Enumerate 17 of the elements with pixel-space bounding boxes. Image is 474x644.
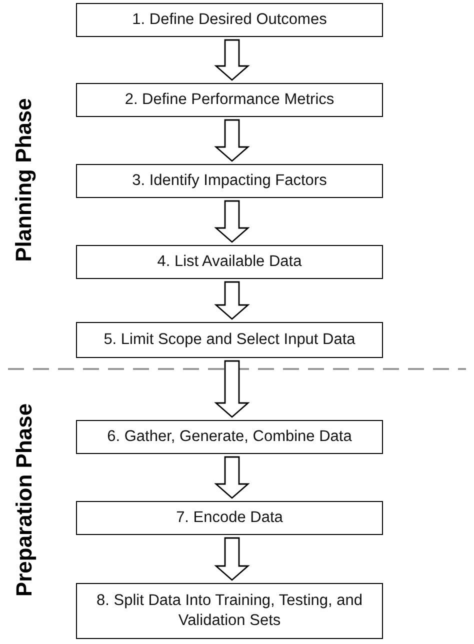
block-arrow bbox=[214, 537, 250, 581]
step-box: 4. List Available Data bbox=[76, 245, 383, 279]
block-arrow bbox=[214, 281, 250, 320]
block-arrow bbox=[214, 119, 250, 162]
phase-label: Preparation Phase bbox=[11, 403, 38, 597]
phase-label: Planning Phase bbox=[10, 98, 37, 262]
block-arrow bbox=[214, 200, 250, 243]
step-box: 3. Identify Impacting Factors bbox=[76, 164, 383, 198]
step-box: 6. Gather, Generate, Combine Data bbox=[76, 420, 383, 454]
block-arrow bbox=[214, 456, 250, 499]
block-arrow bbox=[214, 39, 250, 81]
step-box: 2. Define Performance Metrics bbox=[76, 83, 383, 117]
step-box: 5. Limit Scope and Select Input Data bbox=[76, 322, 383, 358]
block-arrow bbox=[214, 360, 250, 418]
step-box: 1. Define Desired Outcomes bbox=[76, 3, 383, 37]
step-box: 7. Encode Data bbox=[76, 501, 383, 535]
step-box: 8. Split Data Into Training, Testing, and Validation Sets bbox=[76, 583, 383, 639]
